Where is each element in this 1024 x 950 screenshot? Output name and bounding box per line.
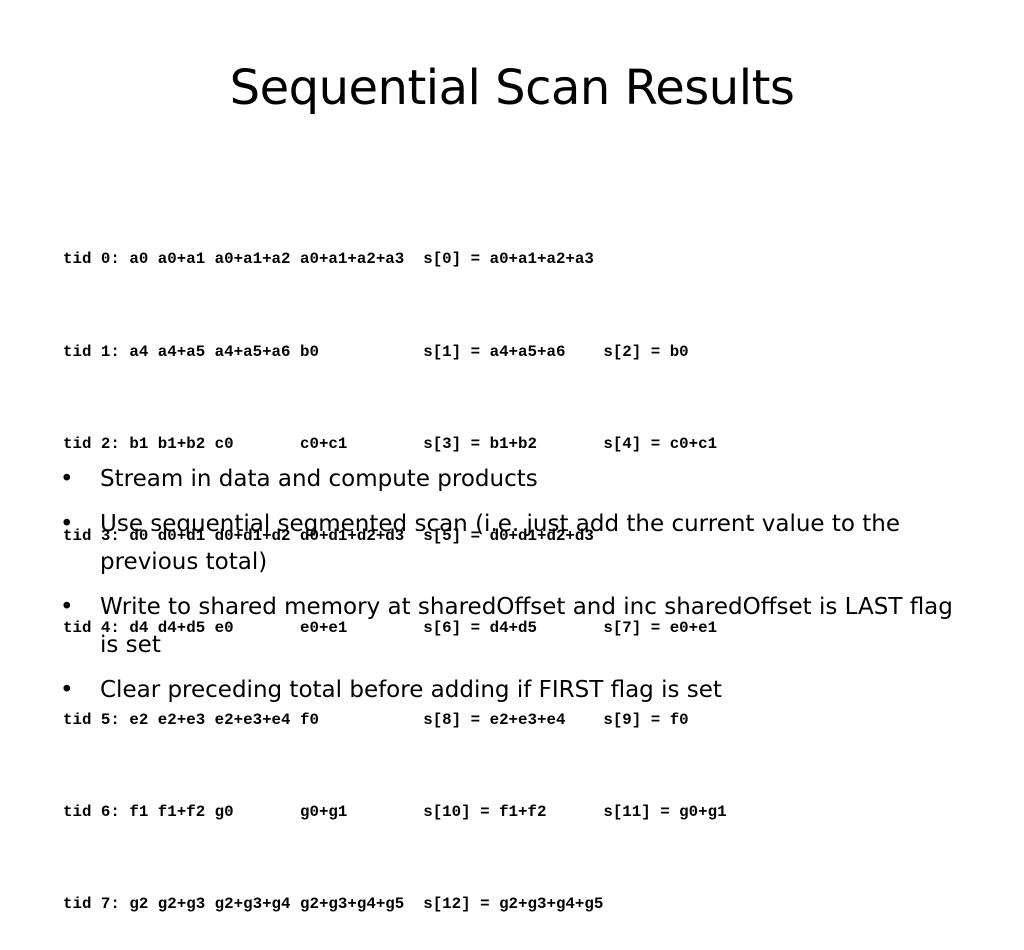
code-line-tid-3: tid 3: d0 d0+d1 d0+d1+d2 d0+d1+d2+d3 s[5… [63, 526, 594, 545]
slide-title: Sequential Scan Results [229, 60, 795, 116]
bullet-item: • Stream in data and compute products [60, 460, 960, 498]
code-line-tid-6: tid 6: f1 f1+f2 g0 g0+g1 s[10] = f1+f2 s… [63, 802, 727, 821]
code-line-tid-0: tid 0: a0 a0+a1 a0+a1+a2 a0+a1+a2+a3 s[0… [63, 250, 594, 269]
bullet-text: Stream in data and compute products [100, 466, 538, 492]
bullet-item: • Use sequential segmented scan (i.e. ju… [60, 505, 960, 581]
bullet-text: Clear preceding total before adding if F… [100, 677, 722, 703]
bullet-dot-icon: • [60, 594, 74, 620]
bullet-dot-icon: • [60, 511, 74, 537]
code-line-tid-7: tid 7: g2 g2+g3 g2+g3+g4 g2+g3+g4+g5 s[1… [63, 895, 604, 914]
bullet-item: • Clear preceding total before adding if… [60, 671, 960, 709]
code-line-tid-4: tid 4: d4 d4+d5 e0 e0+e1 s[6] = d4+d5 s[… [63, 618, 718, 637]
bullet-list: • Stream in data and compute products • … [60, 460, 960, 716]
bullet-item: • Write to shared memory at sharedOffset… [60, 588, 960, 664]
bullet-dot-icon: • [60, 677, 74, 703]
code-line-tid-5: tid 5: e2 e2+e3 e2+e3+e4 f0 s[8] = e2+e3… [63, 710, 689, 729]
code-line-tid-2: tid 2: b1 b1+b2 c0 c0+c1 s[3] = b1+b2 s[… [63, 434, 718, 453]
bullet-dot-icon: • [60, 466, 74, 492]
code-line-tid-1: tid 1: a4 a4+a5 a4+a5+a6 b0 s[1] = a4+a5… [63, 342, 689, 361]
bullet-text: Use sequential segmented scan (i.e. just… [100, 511, 901, 575]
bullet-text: Write to shared memory at sharedOffset a… [100, 594, 953, 658]
